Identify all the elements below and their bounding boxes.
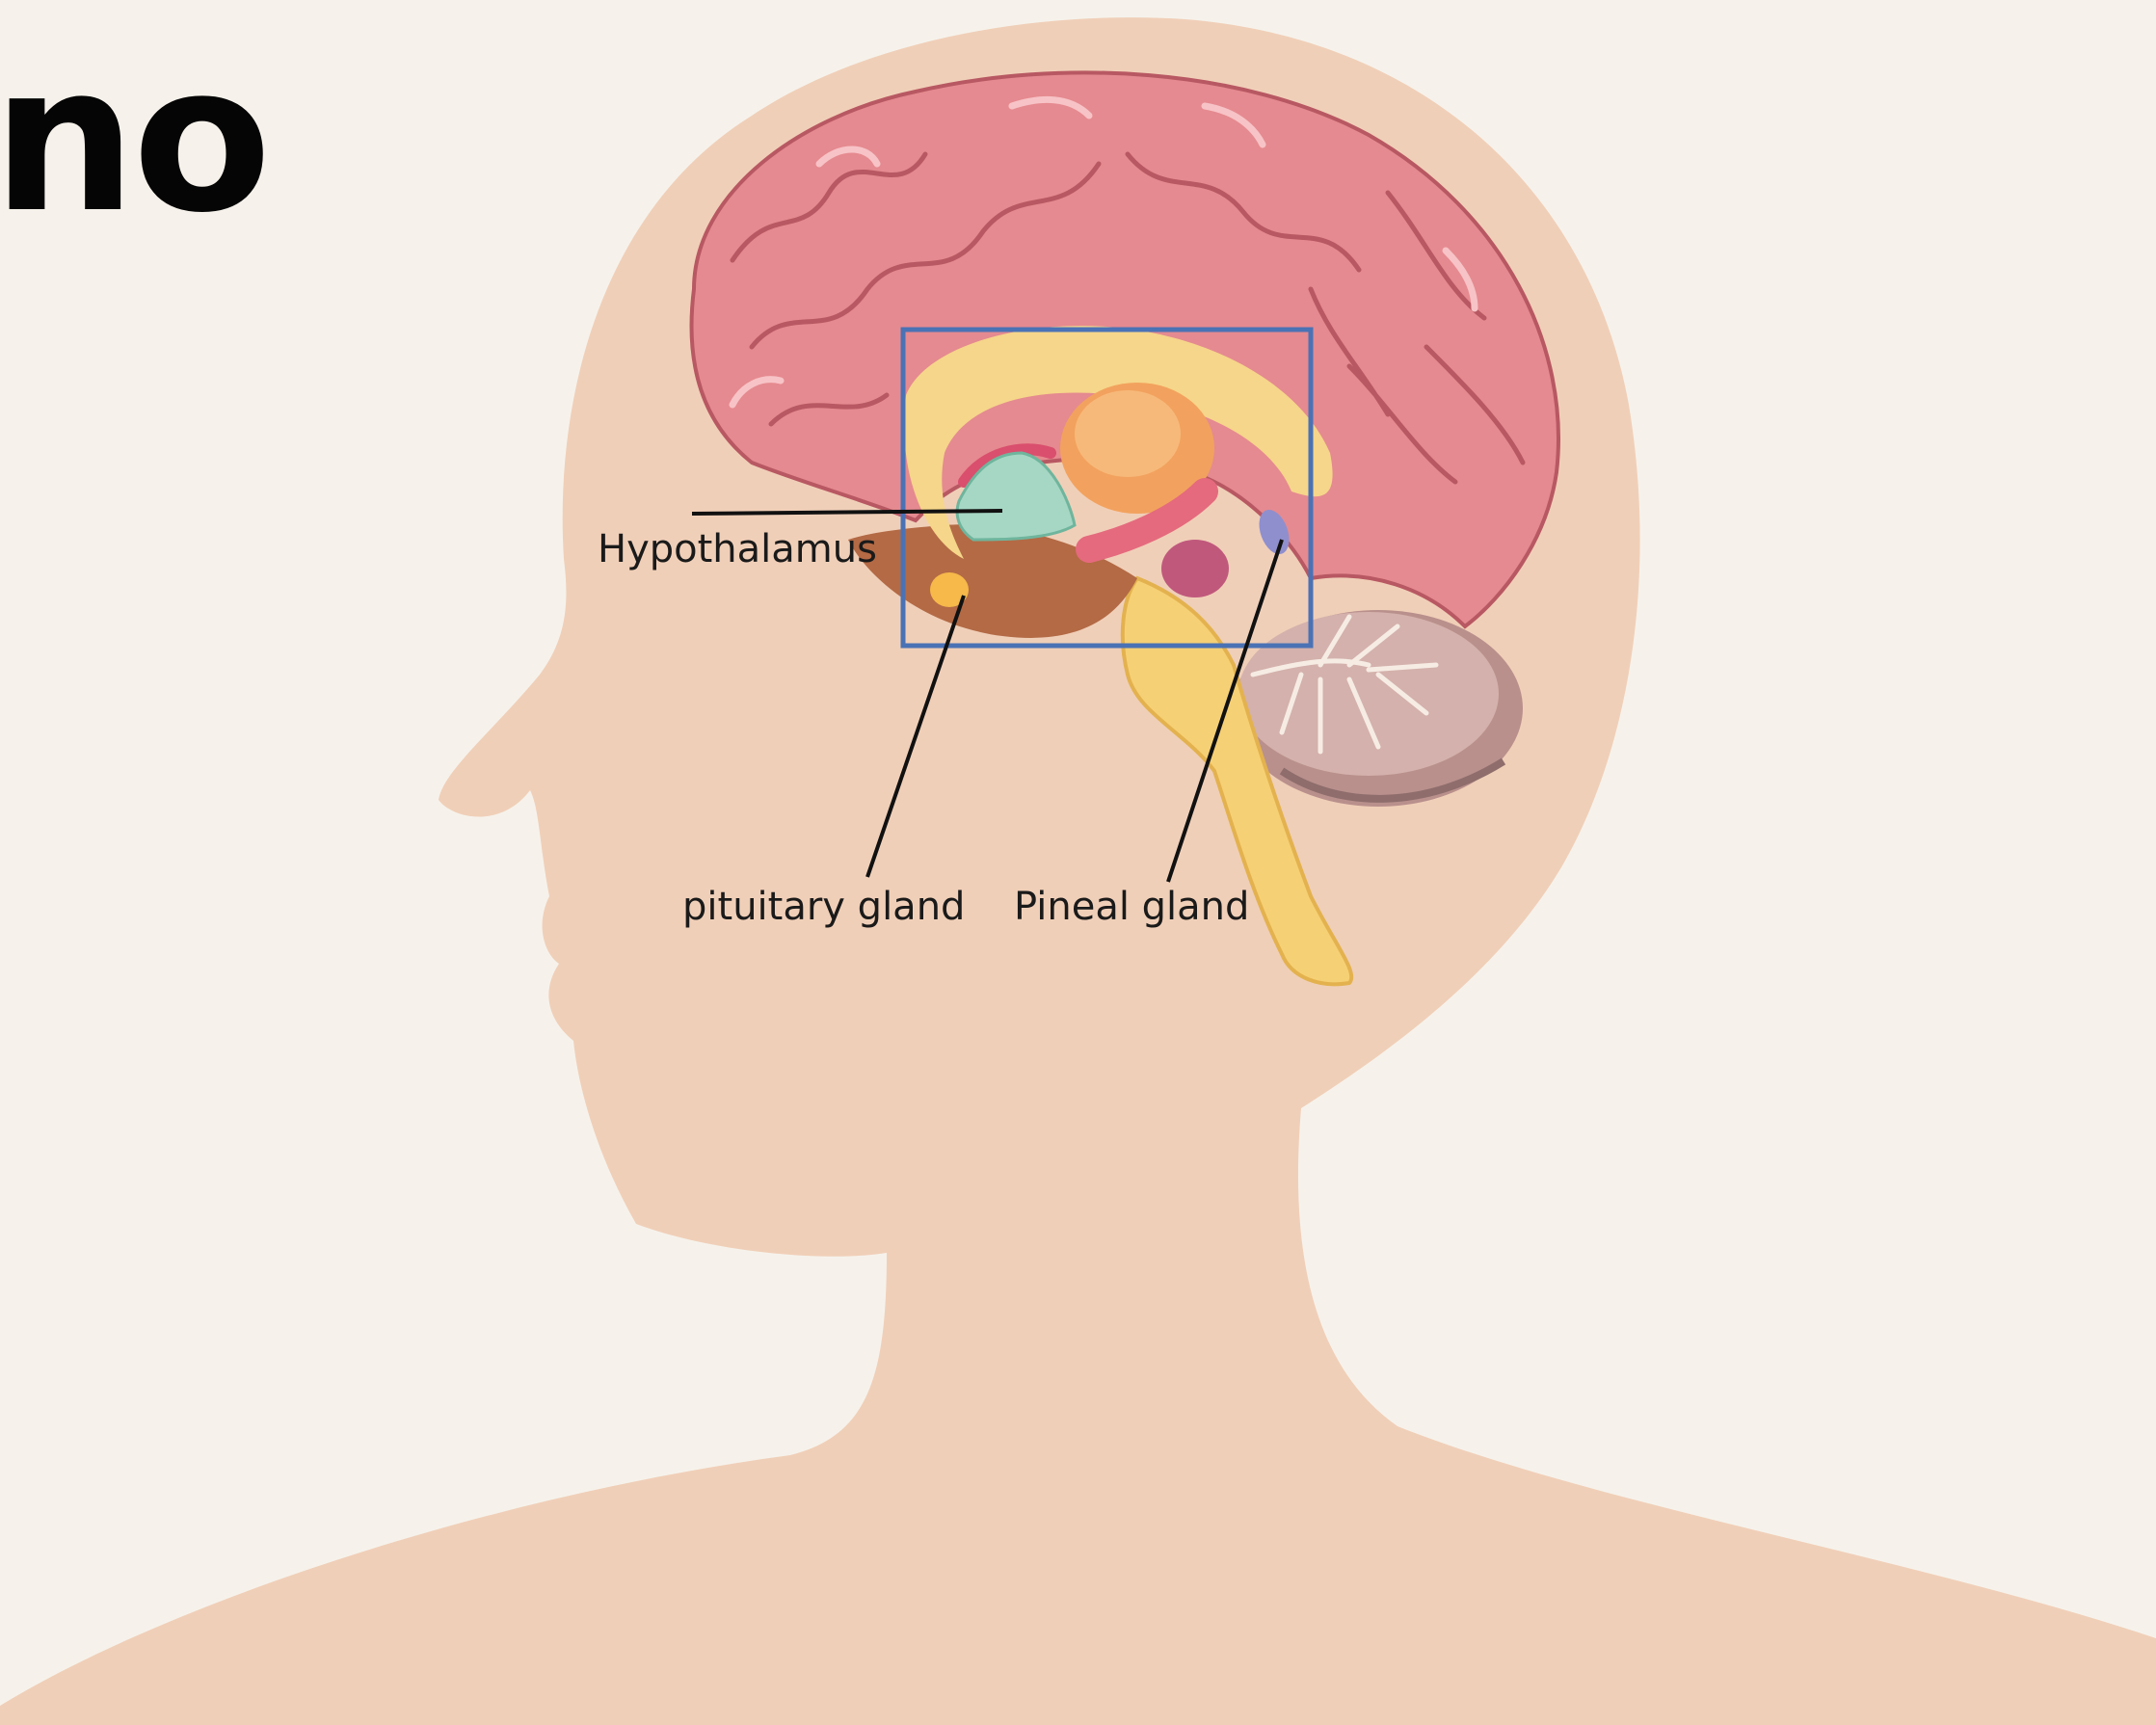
cerebellum — [1234, 610, 1523, 807]
pituitary-gland-label: pituitary gland — [682, 888, 965, 926]
pineal-gland-label: Pineal gland — [1014, 888, 1249, 926]
page-heading: no — [0, 39, 268, 241]
hypothalamus-label: Hypothalamus — [598, 530, 877, 569]
